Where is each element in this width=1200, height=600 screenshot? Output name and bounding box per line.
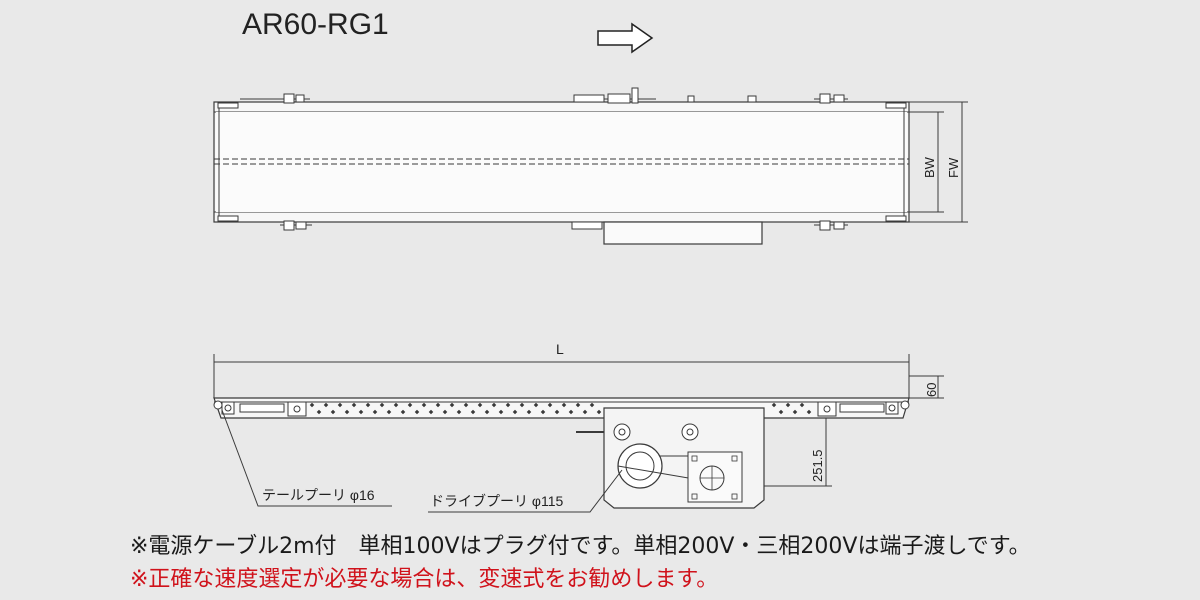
frame-hole (792, 409, 798, 415)
motor-box-top (603, 221, 763, 245)
drive-pulley-leader (428, 469, 623, 513)
frame-hole (393, 402, 399, 408)
frame-hole (344, 409, 350, 415)
frame-hole (568, 409, 574, 415)
frame-hole (498, 409, 504, 415)
dimension-drive-height: 251.5 (810, 449, 825, 482)
frame-hole (547, 402, 553, 408)
frame-hole (365, 402, 371, 408)
frame-hole (351, 402, 357, 408)
frame-hole (435, 402, 441, 408)
model-title: AR60-RG1 (242, 8, 389, 41)
tail-pulley-label: テールプーリ φ16 (262, 487, 375, 503)
frame-hole (421, 402, 427, 408)
frame-hole (470, 409, 476, 415)
frame-hole (386, 409, 392, 415)
motor-flange (687, 451, 743, 503)
drive-pulley (617, 443, 663, 489)
power-cable-note: ※電源ケーブル2m付 単相100Vはプラグ付です。単相200V・三相200Vは端… (130, 534, 1031, 559)
frame-hole (526, 409, 532, 415)
frame-hole (358, 409, 364, 415)
frame-hole (463, 402, 469, 408)
frame-hole (414, 409, 420, 415)
frame-hole (799, 402, 805, 408)
side-frame (213, 397, 910, 419)
width-dimensions (909, 101, 968, 223)
frame-hole (456, 409, 462, 415)
frame-hole (575, 402, 581, 408)
frame-hole (323, 402, 329, 408)
frame-hole (442, 409, 448, 415)
frame-hole (785, 402, 791, 408)
dimension-length: L (556, 341, 564, 357)
belt-surface (216, 112, 907, 212)
frame-hole (582, 409, 588, 415)
frame-hole (806, 409, 812, 415)
frame-hole (477, 402, 483, 408)
frame-hole (330, 409, 336, 415)
tail-pulley-leader (221, 409, 392, 507)
top-view (213, 87, 968, 245)
frame-hole (505, 402, 511, 408)
frame-hole (337, 402, 343, 408)
dimension-fw: FW (946, 157, 961, 178)
bottom-brackets (217, 215, 907, 245)
frame-hole (561, 402, 567, 408)
top-brackets (217, 87, 907, 109)
frame-hole (596, 409, 602, 415)
frame-hole (778, 409, 784, 415)
dimension-bw: BW (922, 156, 937, 178)
frame-hole (512, 409, 518, 415)
frame-hole (554, 409, 560, 415)
frame-hole (484, 409, 490, 415)
frame-holes (309, 402, 812, 415)
dimension-height: 60 (924, 383, 939, 397)
frame-hole (771, 402, 777, 408)
frame-hole (533, 402, 539, 408)
frame-hole (449, 402, 455, 408)
frame-hole (407, 402, 413, 408)
frame-hole (519, 402, 525, 408)
frame-hole (428, 409, 434, 415)
frame-hole (589, 402, 595, 408)
arrow-right-icon (597, 22, 654, 54)
frame-hole (400, 409, 406, 415)
frame-hole (540, 409, 546, 415)
frame-hole (379, 402, 385, 408)
frame-hole (491, 402, 497, 408)
drive-pulley-label: ドライブプーリ φ115 (430, 493, 564, 509)
side-view (213, 354, 944, 513)
speed-selection-note: ※正確な速度選定が必要な場合は、変速式をお勧めします。 (130, 567, 719, 592)
frame-hole (372, 409, 378, 415)
frame-hole (316, 409, 322, 415)
frame-hole (309, 402, 315, 408)
